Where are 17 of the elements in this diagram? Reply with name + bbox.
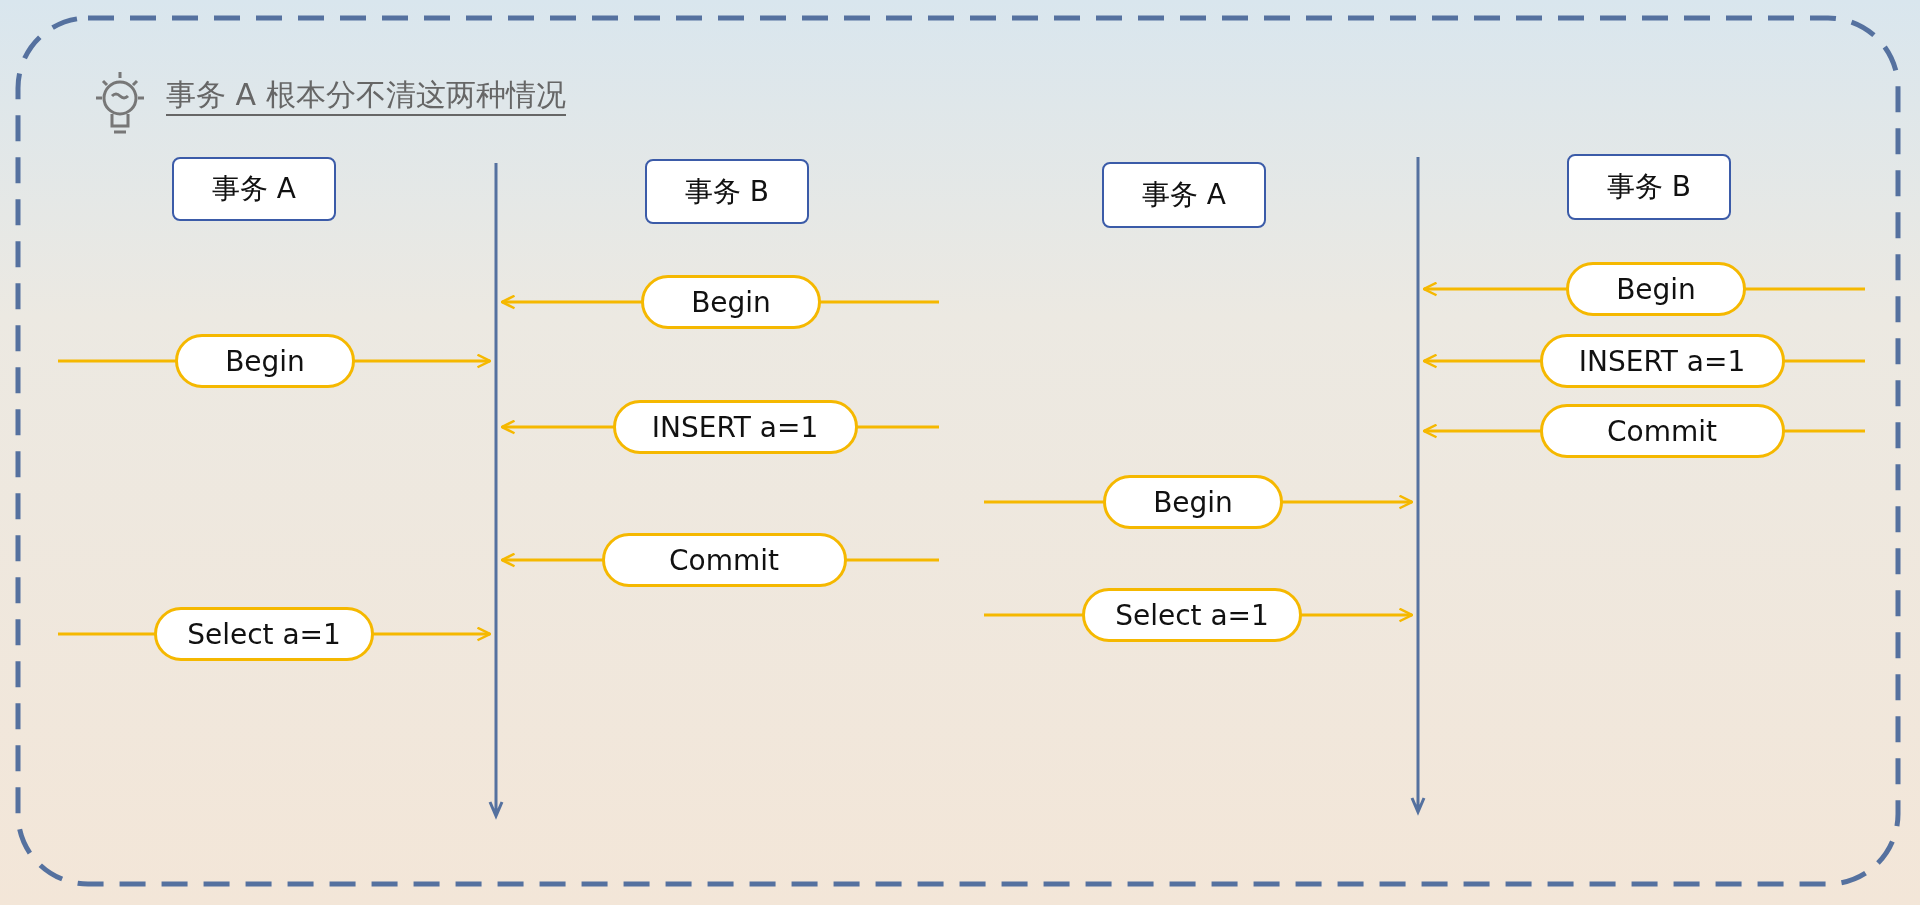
lane-header: 事务 B [645, 159, 809, 224]
lane-header: 事务 A [172, 157, 336, 221]
edge-label: Begin [175, 334, 355, 388]
edge-label: Begin [1103, 475, 1283, 529]
edge-label: Commit [601, 533, 847, 587]
lane-header: 事务 B [1567, 154, 1731, 220]
edge-label: INSERT a=1 [612, 400, 858, 454]
timeline-arrow [1412, 157, 1424, 814]
edge-label: Select a=1 [154, 607, 374, 661]
edge-label: Commit [1539, 404, 1785, 458]
diagram-title: 事务 A 根本分不清这两种情况 [166, 76, 566, 116]
edge-label: INSERT a=1 [1539, 334, 1785, 388]
lane-header: 事务 A [1102, 162, 1266, 228]
edge-label: Select a=1 [1082, 588, 1302, 642]
edge-label: Begin [1566, 262, 1746, 316]
timeline-arrow [490, 163, 502, 818]
edge-label: Begin [641, 275, 821, 329]
